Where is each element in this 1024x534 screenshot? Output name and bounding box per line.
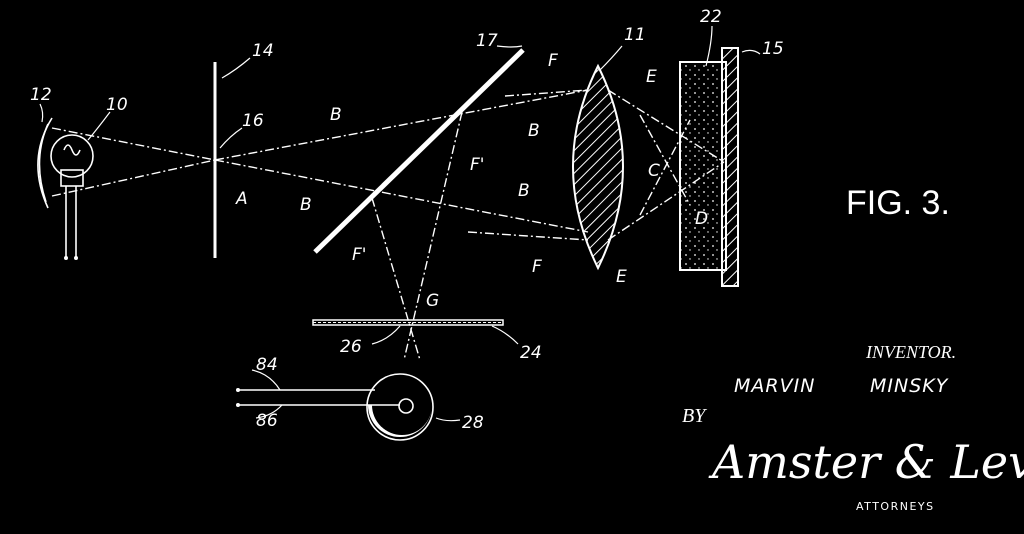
light-rays xyxy=(51,89,725,361)
objective-lens-11 xyxy=(572,63,624,271)
inventor-heading: INVENTOR. xyxy=(865,342,956,362)
label-B2: B xyxy=(300,195,312,215)
label-E2: E xyxy=(616,267,627,287)
label-G: G xyxy=(426,291,439,311)
label-17: 17 xyxy=(476,31,498,51)
label-24: 24 xyxy=(520,343,542,363)
lamp-10 xyxy=(50,134,94,260)
label-86: 86 xyxy=(256,411,278,431)
label-B4: B xyxy=(518,181,530,201)
attorney-signature: Amster & Levy xyxy=(708,435,1024,489)
label-84: 84 xyxy=(256,355,278,375)
label-15: 15 xyxy=(762,39,784,59)
label-22: 22 xyxy=(700,7,722,27)
label-A: A xyxy=(235,189,248,209)
reflector-12-inner xyxy=(38,123,49,203)
beam-splitter-17 xyxy=(313,48,525,254)
label-D: D xyxy=(695,209,708,229)
label-B3: B xyxy=(528,121,540,141)
label-14: 14 xyxy=(252,41,274,61)
label-F2: F xyxy=(532,257,542,277)
label-26: 26 xyxy=(340,337,362,357)
leader-lines xyxy=(39,25,761,422)
specimen-22 xyxy=(679,61,727,271)
label-Fp1: F' xyxy=(470,155,484,175)
label-Fp2: F' xyxy=(352,245,366,265)
inventor-last-name: MINSKY xyxy=(870,375,949,397)
label-28: 28 xyxy=(462,413,484,433)
label-16: 16 xyxy=(242,111,264,131)
label-F1: F xyxy=(548,51,558,71)
mirror-15 xyxy=(721,47,739,287)
label-C: C xyxy=(648,161,660,181)
attorneys-label: ATTORNEYS xyxy=(856,500,935,513)
inventor-first-name: MARVIN xyxy=(734,375,815,397)
label-11: 11 xyxy=(624,25,646,45)
label-E1: E xyxy=(646,67,657,87)
photocell-28 xyxy=(236,373,434,441)
by-label: BY xyxy=(682,405,707,427)
label-10: 10 xyxy=(106,95,128,115)
label-12: 12 xyxy=(30,85,52,105)
figure-label: FIG. 3. xyxy=(846,184,950,222)
label-B1: B xyxy=(330,105,342,125)
